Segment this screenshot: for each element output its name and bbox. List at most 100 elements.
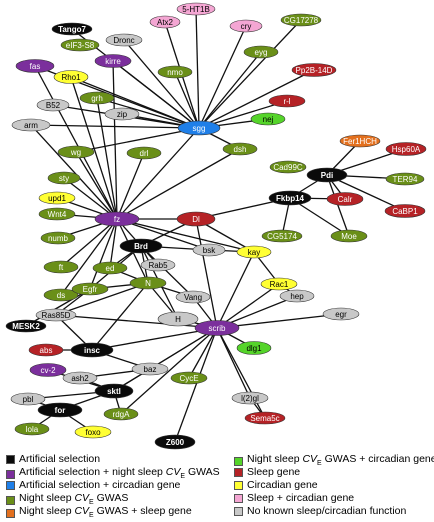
edge-scrib-cyce — [188, 327, 218, 379]
node-label: Pp2B-14D — [296, 66, 333, 75]
node-ed: ed — [92, 261, 128, 275]
node-label: cry — [241, 22, 252, 31]
node-cad99c: Cad99C — [269, 160, 307, 174]
node-ellipse — [269, 160, 307, 174]
node-ellipse — [339, 134, 381, 148]
node-ellipse — [279, 289, 315, 303]
node-ellipse — [176, 211, 216, 227]
node-sema5c: Sema5c — [244, 411, 286, 425]
node-hsp60a: Hsp60A — [385, 142, 427, 156]
node-ellipse — [291, 63, 337, 77]
node-ellipse — [74, 425, 112, 439]
node-label: Calr — [338, 195, 353, 204]
node-cry: cry — [229, 19, 263, 33]
node-grh: grh — [79, 91, 115, 105]
node-label: Cad99C — [273, 163, 303, 172]
node-label: abs — [40, 346, 53, 355]
edge-scrib-z600 — [174, 327, 218, 443]
node-fz: fz — [94, 211, 140, 227]
node-ellipse — [149, 15, 181, 29]
node-cg5174: CG5174 — [261, 229, 303, 243]
node-ellipse — [175, 290, 211, 304]
node-ds: ds — [43, 288, 79, 302]
edge-scrib-ras85d — [55, 314, 218, 329]
edge-scrib-rdga — [120, 327, 218, 415]
node-ellipse — [62, 371, 98, 385]
edge-sgg-cg17278 — [198, 19, 302, 129]
node-label: Egfr — [83, 285, 98, 294]
node-ellipse — [222, 142, 258, 156]
node-dl: Dl — [176, 211, 216, 227]
node-ellipse — [244, 411, 286, 425]
node-label: ds — [57, 291, 65, 300]
node-label: Rab5 — [148, 261, 168, 270]
node-label: Sema5c — [250, 414, 279, 423]
node-arm: arm — [11, 118, 51, 132]
edge-fz-dsh — [116, 148, 241, 220]
node-sgg: sgg — [177, 120, 221, 136]
edge-sgg-fz — [116, 127, 200, 220]
edge-scrib-insc — [91, 327, 218, 351]
node-kay: kay — [236, 245, 272, 259]
legend-item-gray: No known sleep/circadian function — [234, 505, 406, 517]
node-label: bsk — [203, 246, 216, 255]
node-label: Rho1 — [61, 73, 81, 82]
node-scrib: scrib — [194, 320, 240, 336]
node-label: Hsp60A — [392, 145, 421, 154]
edge-sgg-cry — [198, 25, 247, 129]
node-label: pbl — [23, 395, 34, 404]
node-ellipse — [71, 282, 109, 296]
edge-n-insc — [91, 282, 149, 351]
node-ellipse — [43, 288, 79, 302]
legend-label: Sleep gene — [247, 466, 301, 478]
edge-fz-drl — [116, 152, 145, 220]
node-ellipse — [157, 311, 199, 327]
node-ellipse — [170, 371, 208, 385]
legend-label: Circadian gene — [247, 479, 318, 491]
node-ellipse — [140, 258, 176, 272]
node-ellipse — [322, 307, 360, 321]
node-fkbp14: Fkbp14 — [268, 190, 312, 206]
legend-item-olive: Night sleep CVE GWAS — [6, 492, 128, 509]
node-label: egr — [335, 310, 347, 319]
node-zip: zip — [104, 107, 140, 121]
node-rho1: Rho1 — [53, 70, 89, 84]
node-abs: abs — [28, 343, 64, 357]
edge-fz-rho1 — [70, 76, 118, 220]
node-egr: egr — [322, 307, 360, 321]
node-label: Pdi — [321, 171, 333, 180]
edge-fz-fas — [34, 65, 118, 220]
edge-sgg-nmo — [174, 71, 200, 129]
node-label: fz — [114, 215, 120, 224]
node-nej: nej — [250, 112, 286, 126]
legend-item-green: Night sleep CVE GWAS + circadian gene — [234, 453, 434, 470]
legend-swatch — [6, 480, 15, 490]
legend-swatch — [234, 506, 243, 516]
edge-fz-kirre — [112, 60, 118, 220]
node-ellipse — [157, 65, 193, 79]
node-label: MESK2 — [12, 322, 40, 331]
edge-pdi-cabp1 — [326, 174, 406, 212]
edge-sgg-wg — [75, 127, 200, 153]
node-ellipse — [231, 391, 269, 405]
edge-brd-vang — [140, 245, 194, 298]
legend-label: Artificial selection — [19, 453, 101, 465]
node-ellipse — [236, 245, 272, 259]
legend-swatch — [6, 470, 15, 480]
node-ellipse — [105, 33, 143, 47]
node-label: TER94 — [393, 175, 418, 184]
legend-item-pink: Sleep + circadian gene — [234, 492, 354, 504]
node-label: wg — [70, 148, 81, 157]
node-ellipse — [384, 204, 426, 218]
node-label: Rac1 — [270, 280, 289, 289]
node-hep: hep — [279, 289, 315, 303]
node-ellipse — [5, 319, 47, 333]
node-ellipse — [92, 261, 128, 275]
edge-fz-wg — [75, 151, 118, 220]
legend-swatch — [234, 493, 243, 503]
node-ellipse — [60, 38, 100, 52]
node-cyce: CycE — [170, 371, 208, 385]
node-ellipse — [10, 392, 46, 406]
node-rac1: Rac1 — [260, 277, 298, 291]
node-label: CG17278 — [284, 16, 319, 25]
